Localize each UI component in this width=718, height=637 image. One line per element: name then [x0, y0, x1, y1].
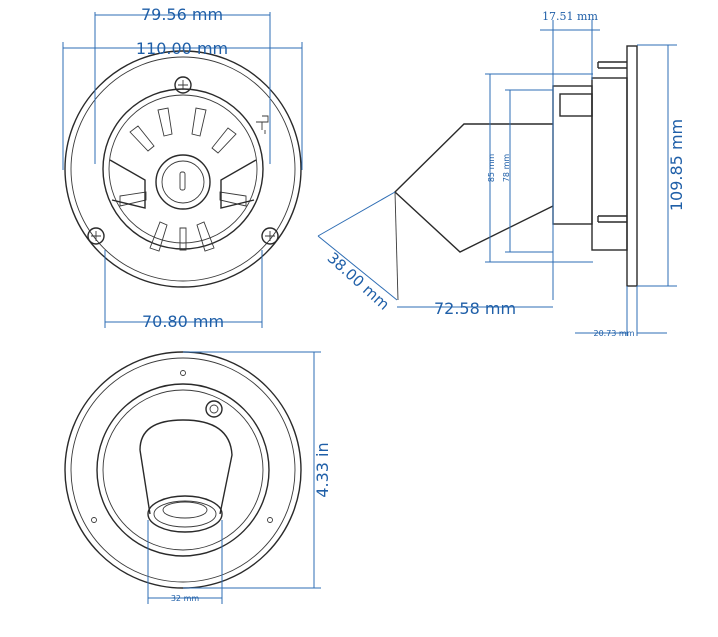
top-view	[62, 12, 303, 328]
screw-icon	[261, 227, 279, 245]
screw-icon	[87, 227, 105, 245]
dim-thickness-top: 17.51 mm	[542, 10, 598, 23]
dim-inner-78: 78 mm	[502, 154, 511, 183]
dim-inner-85: 85 mm	[487, 154, 496, 183]
dim-height-in: 4.33 in	[313, 442, 332, 497]
dim-flange-diameter: 110.00 mm	[136, 39, 228, 58]
dim-spout-width: 32 mm	[171, 594, 200, 603]
dim-depth: 72.58 mm	[434, 299, 516, 318]
side-view	[317, 20, 677, 336]
dim-spout-diameter: 38.00 mm	[324, 249, 393, 314]
screw-icon	[174, 76, 192, 94]
faucet-icon	[256, 115, 269, 134]
dim-flange-thickness: 20.73 mm	[593, 329, 634, 338]
dim-hole-spacing: 70.80 mm	[142, 312, 224, 331]
rear-view	[64, 351, 321, 604]
dim-outer-width: 79.56 mm	[141, 5, 223, 24]
dim-height: 109.85 mm	[667, 119, 686, 211]
